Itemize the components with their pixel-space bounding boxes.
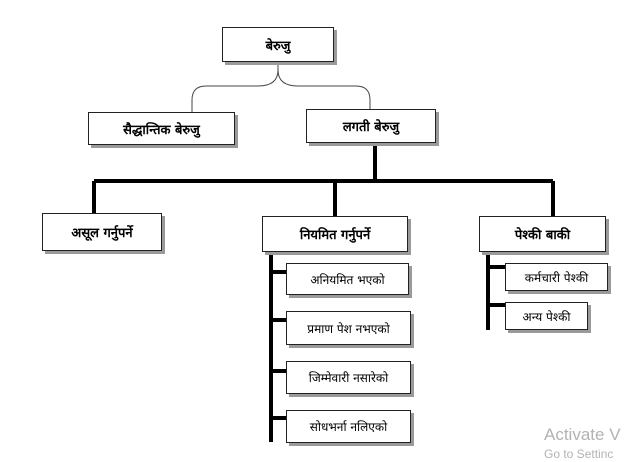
- node-label: प्रमाण पेश नभएको: [307, 321, 390, 336]
- node-praman-pesh-nabhaeko: प्रमाण पेश नभएको: [286, 311, 411, 345]
- node-saiddhantik-beruju: सैद्धान्तिक बेरुजु: [88, 112, 235, 145]
- node-peshki-baki: पेश्की बाकी: [479, 216, 606, 252]
- node-anya-peshki: अन्य पेश्की: [505, 302, 588, 330]
- node-beruju-root: बेरुजु: [222, 27, 334, 62]
- node-aniyamit-bhaeko: अनियमित भएको: [286, 263, 409, 295]
- node-asul-garnuparne: असूल गर्नुपर्ने: [42, 213, 162, 251]
- node-label: सोधभर्ना नलिएको: [309, 420, 388, 434]
- node-label: सैद्धान्तिक बेरुजु: [123, 122, 200, 138]
- node-label: अन्य पेश्की: [522, 309, 571, 324]
- node-jimmewari-nasareko: जिम्मेवारी नसारेको: [286, 361, 411, 394]
- node-label: पेश्की बाकी: [514, 228, 571, 243]
- node-lagati-beruju: लगती बेरुजु: [306, 109, 436, 143]
- node-label: बेरुजु: [265, 38, 291, 54]
- activation-watermark-title: Activate V: [544, 425, 621, 444]
- node-label: कर्मचारी पेश्की: [524, 270, 589, 285]
- node-label: असूल गर्नुपर्ने: [71, 226, 133, 241]
- activation-watermark-subtitle: Go to Settinc: [544, 447, 614, 461]
- node-sodhbharna-naliaeko: सोधभर्ना नलिएको: [286, 410, 411, 443]
- node-label: जिम्मेवारी नसारेको: [308, 371, 389, 385]
- node-label: अनियमित भएको: [310, 272, 385, 287]
- node-label: नियमित गर्नुपर्ने: [299, 228, 371, 243]
- node-niyamit-garnuparne: नियमित गर्नुपर्ने: [262, 216, 408, 252]
- node-karmachari-peshki: कर्मचारी पेश्की: [505, 263, 608, 291]
- node-label: लगती बेरुजु: [342, 120, 400, 135]
